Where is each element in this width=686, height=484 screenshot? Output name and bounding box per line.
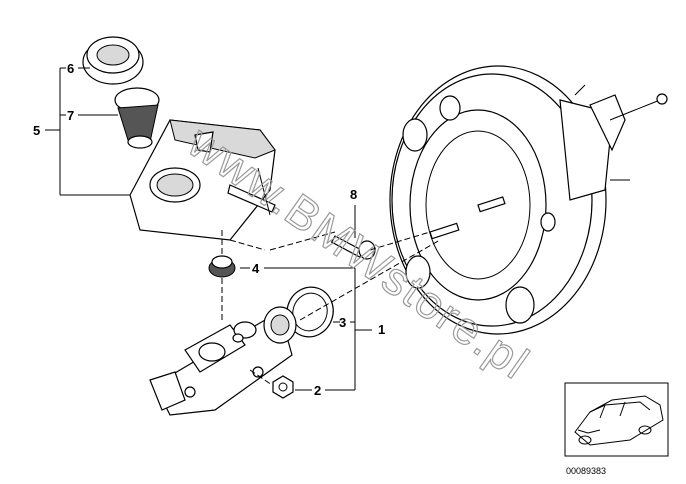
master-cylinder [149,306,297,416]
hex-nut [272,375,294,399]
reservoir-strainer [114,87,160,149]
callout-8: 8 [350,187,357,202]
leader-lines [45,67,441,391]
fluid-reservoir [129,119,276,241]
diagram-code: 00089383 [566,466,606,476]
callout-1: 1 [378,322,385,337]
callout-3: 3 [339,315,346,330]
callout-2: 2 [314,383,321,398]
callout-5: 5 [33,123,40,138]
callout-6: 6 [67,61,74,76]
sealing-grommet [208,255,236,278]
brake-booster [389,65,668,335]
callout-7: 7 [67,108,74,123]
callout-4: 4 [252,261,260,276]
reservoir-cap [82,36,144,85]
screw [330,235,376,260]
car-thumbnail [564,382,669,457]
